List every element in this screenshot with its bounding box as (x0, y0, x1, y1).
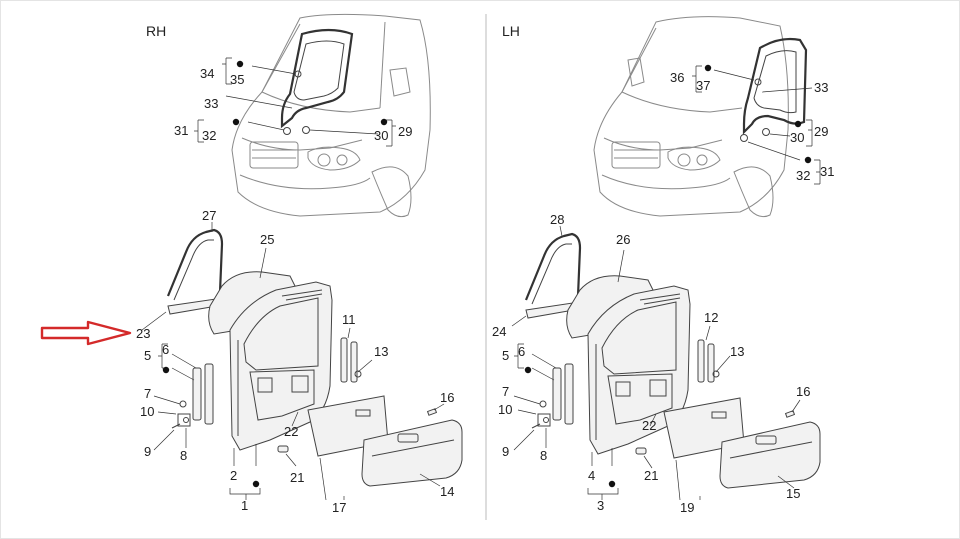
rh-label-34: 34 (200, 66, 214, 81)
lh-marker-dot (794, 120, 802, 128)
lh-marker-dot (608, 480, 616, 488)
lh-door-window-seal (524, 232, 582, 301)
rh-hinge-strip-2 (204, 363, 214, 425)
rh-label-33: 33 (204, 96, 218, 111)
lh-label-13: 13 (730, 344, 744, 359)
lh-label-21: 21 (644, 468, 658, 483)
rh-label-27: 27 (202, 208, 216, 223)
rh-label-21: 21 (290, 470, 304, 485)
rh-vehicle-outline (231, 13, 431, 218)
rh-panel: RH (40, 13, 463, 515)
lh-windshield-seal (742, 37, 808, 135)
lh-label-33: 33 (814, 80, 828, 95)
lh-marker-dot (804, 156, 812, 164)
lh-label-22: 22 (642, 418, 656, 433)
rh-label-32: 32 (202, 128, 216, 143)
lh-vehicle-outline (593, 16, 789, 218)
rh-label-16: 16 (440, 390, 454, 405)
lh-label-32: 32 (796, 168, 810, 183)
lh-panel: LH 36 (492, 16, 834, 515)
rh-label-10: 10 (140, 404, 154, 419)
rh-marker-dot (252, 480, 260, 488)
rh-panel-title: RH (146, 23, 166, 39)
rh-label-13: 13 (374, 344, 388, 359)
rh-marker-dot (236, 60, 244, 68)
rh-label-6: 6 (162, 342, 169, 357)
lh-label-36: 36 (670, 70, 684, 85)
lh-trim-clip (784, 410, 796, 418)
rh-label-5: 5 (144, 348, 151, 363)
rh-label-14: 14 (440, 484, 454, 499)
lh-label-4: 4 (588, 468, 595, 483)
lh-belt-moulding-b (707, 343, 715, 383)
lh-label-3: 3 (597, 498, 604, 513)
lh-label-6: 6 (518, 344, 525, 359)
rh-door-trim-panel (361, 419, 463, 487)
rh-label-7: 7 (144, 386, 151, 401)
rh-hinge-strip (192, 367, 202, 421)
lh-label-8: 8 (540, 448, 547, 463)
rh-label-23: 23 (136, 326, 150, 341)
rh-marker-dot (162, 366, 170, 374)
rh-label-2: 2 (230, 468, 237, 483)
rh-marker-dot (380, 118, 388, 126)
lh-door-trim-panel (719, 421, 821, 489)
rh-label-29: 29 (398, 124, 412, 139)
lh-label-9: 9 (502, 444, 509, 459)
rh-label-30: 30 (374, 128, 388, 143)
lh-label-37: 37 (696, 78, 710, 93)
rh-label-22: 22 (284, 424, 298, 439)
lh-label-16: 16 (796, 384, 810, 399)
lh-label-29: 29 (814, 124, 828, 139)
lh-label-30: 30 (790, 130, 804, 145)
rh-door-shell (229, 281, 333, 451)
right-arrow-icon (40, 320, 132, 346)
lh-label-26: 26 (616, 232, 630, 247)
lh-label-19: 19 (680, 500, 694, 515)
lh-label-15: 15 (786, 486, 800, 501)
lh-plug (635, 447, 647, 455)
lh-label-12: 12 (704, 310, 718, 325)
rh-label-25: 25 (260, 232, 274, 247)
rh-door-window-seal (166, 228, 224, 297)
rh-belt-moulding-a (340, 337, 348, 383)
lh-label-5: 5 (502, 348, 509, 363)
rh-label-9: 9 (144, 444, 151, 459)
lh-hinge-strip-2 (564, 363, 574, 425)
rh-trim-clip (426, 408, 438, 416)
rh-label-17: 17 (332, 500, 346, 515)
lh-label-10: 10 (498, 402, 512, 417)
lh-label-31: 31 (820, 164, 834, 179)
lh-marker-dot (704, 64, 712, 72)
rh-windshield-seal (280, 28, 354, 129)
rh-marker-dot (232, 118, 240, 126)
rh-label-1: 1 (241, 498, 248, 513)
lh-label-7: 7 (502, 384, 509, 399)
rh-plug (277, 445, 289, 453)
lh-panel-title: LH (502, 23, 520, 39)
lh-marker-dot (524, 366, 532, 374)
lh-belt-moulding-a (697, 339, 705, 383)
lh-label-24: 24 (492, 324, 506, 339)
rh-label-31: 31 (174, 123, 188, 138)
rh-label-35: 35 (230, 72, 244, 87)
rh-label-8: 8 (180, 448, 187, 463)
lh-label-28: 28 (550, 212, 564, 227)
rh-label-11: 11 (342, 312, 356, 327)
lh-hinge-strip (552, 367, 562, 421)
